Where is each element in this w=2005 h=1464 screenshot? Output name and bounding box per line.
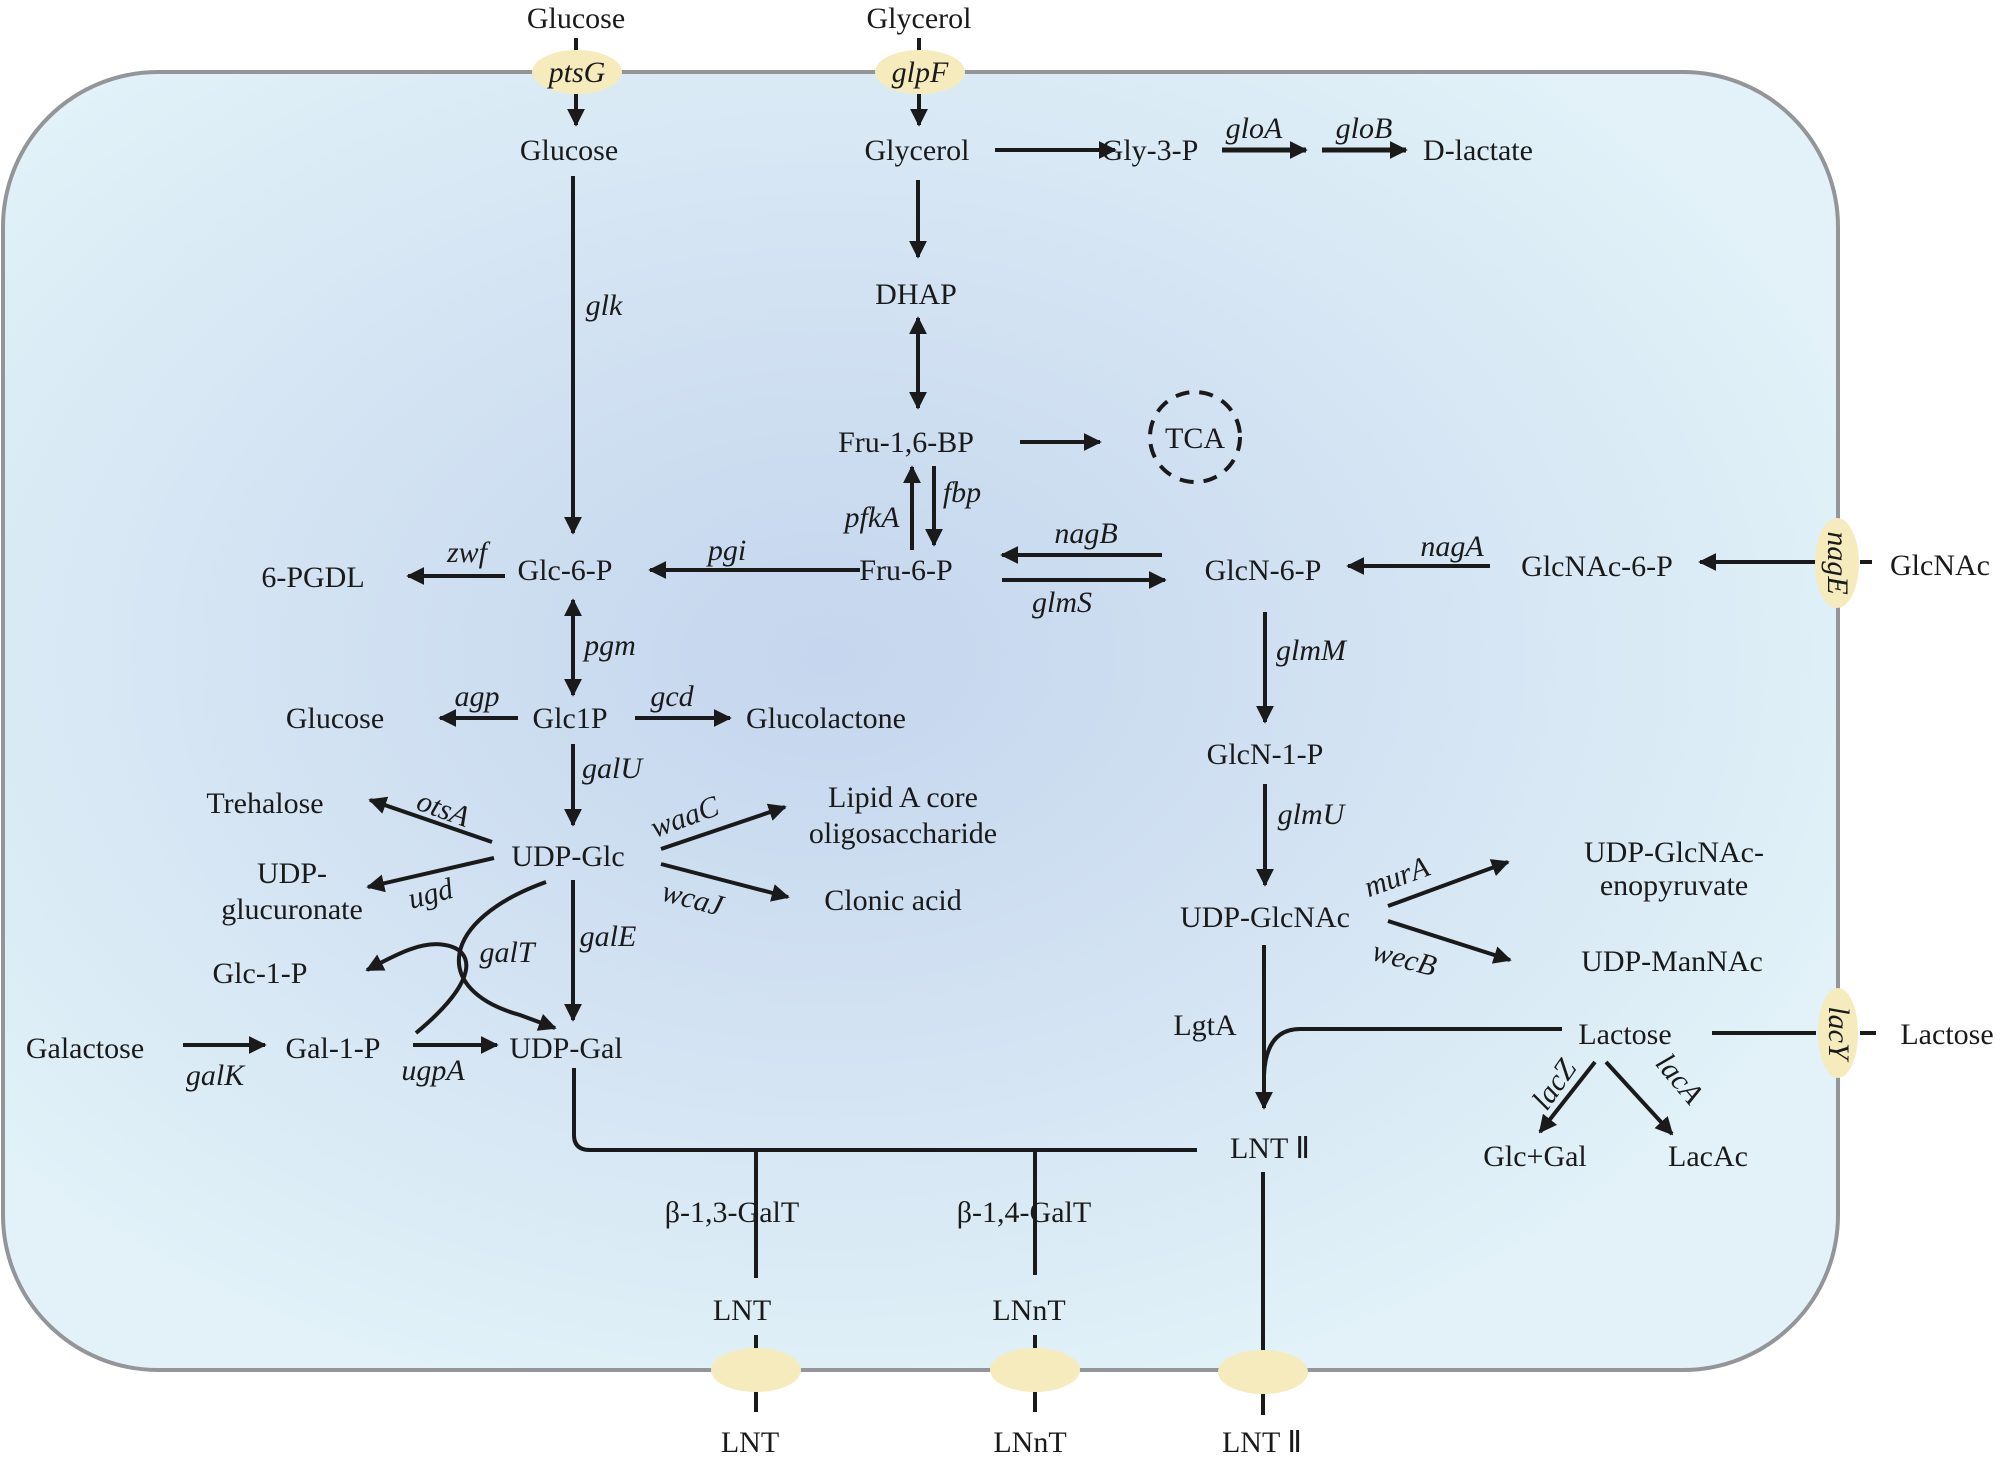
lnt-internal: LNT <box>713 1294 771 1327</box>
dhap: DHAP <box>875 278 957 311</box>
lnnt-transporter <box>990 1348 1080 1392</box>
tca-circle <box>1148 390 1242 484</box>
wcaJ-arrow <box>660 862 790 902</box>
pgm-label: pgm <box>582 629 636 662</box>
lnt2-external: LNT Ⅱ <box>1222 1426 1302 1459</box>
glcn6p: GlcN-6-P <box>1205 554 1322 587</box>
lacac: LacAc <box>1668 1140 1748 1173</box>
lipid-a-line1: Lipid A core <box>828 781 978 814</box>
nagB-label: nagB <box>1054 517 1117 550</box>
glucose-agp-product: Glucose <box>286 702 384 735</box>
glmM-label: glmM <box>1276 634 1348 667</box>
ugpA-label: ugpA <box>401 1054 465 1087</box>
galT-gal1p-to-glc1p-curve <box>365 942 469 1035</box>
galU-label: galU <box>582 752 644 785</box>
pfkA-label: pfkA <box>843 501 901 534</box>
lacY-transporter <box>1818 988 1858 1078</box>
trehalose: Trehalose <box>206 787 323 820</box>
glycerol-external: Glycerol <box>867 2 972 35</box>
d-lactate: D-lactate <box>1423 134 1533 167</box>
glmU-label: glmU <box>1278 798 1347 831</box>
lnt2-internal: LNT Ⅱ <box>1230 1132 1310 1165</box>
gloB-label: gloB <box>1336 112 1393 145</box>
fru16bp: Fru-1,6-BP <box>838 426 974 459</box>
ptsG-label: ptsG <box>547 56 606 89</box>
gloA-label: gloA <box>1226 112 1283 145</box>
galactose: Galactose <box>26 1032 144 1065</box>
waaC-arrow <box>660 803 787 851</box>
galT-udpglc-to-udpgal-curve <box>456 880 557 1031</box>
nagE-label: nagE <box>1821 531 1854 594</box>
ugd-arrow <box>366 856 495 893</box>
agp-label: agp <box>455 680 500 713</box>
lacZ-arrow <box>1538 1060 1597 1134</box>
udp-mannac: UDP-ManNAc <box>1581 945 1763 978</box>
lactose-external: Lactose <box>1900 1018 1993 1051</box>
lacA-arrow <box>1604 1060 1674 1136</box>
udp-glucuronate-line2: glucuronate <box>221 893 363 926</box>
glcn-1-p: GlcN-1-P <box>1207 738 1324 771</box>
udp-glc: UDP-Glc <box>511 840 624 873</box>
fru6p: Fru-6-P <box>859 554 952 587</box>
gcd-label: gcd <box>650 680 694 713</box>
lnnt-external: LNnT <box>993 1426 1066 1459</box>
wecB-arrow <box>1387 919 1512 964</box>
ptsG-transporter <box>532 50 622 94</box>
nagA-label: nagA <box>1420 530 1484 563</box>
gly3p: Gly-3-P <box>1102 134 1199 167</box>
6-pgdl: 6-PGDL <box>261 561 364 594</box>
udp-gal: UDP-Gal <box>509 1032 622 1065</box>
lgtA-label: LgtA <box>1173 1009 1237 1042</box>
glpF-transporter <box>875 50 965 94</box>
glpF-label: glpF <box>892 56 949 89</box>
glmS-label: glmS <box>1032 586 1092 619</box>
udp-glucuronate-line1: UDP- <box>257 857 327 890</box>
glucose-external: Glucose <box>527 2 625 35</box>
gal-1-p: Gal-1-P <box>286 1032 381 1065</box>
glucose-internal: Glucose <box>520 134 618 167</box>
pgi-label: pgi <box>706 534 746 567</box>
glc-1-p: Glc-1-P <box>213 957 308 990</box>
galK-label: galK <box>186 1059 246 1092</box>
tca: TCA <box>1165 422 1225 455</box>
otsA-arrow <box>368 796 493 844</box>
udp-glcnac: UDP-GlcNAc <box>1180 901 1350 934</box>
lnt-external: LNT <box>721 1426 779 1459</box>
galE-label: galE <box>580 920 637 953</box>
lnt-transporter <box>711 1348 801 1392</box>
lactose-internal: Lactose <box>1578 1018 1671 1051</box>
glk-label: glk <box>586 289 623 322</box>
glcnac-external: GlcNAc <box>1890 549 1990 582</box>
glc6p: Glc-6-P <box>518 554 613 587</box>
glucolactone: Glucolactone <box>746 702 906 735</box>
lnt2-transporter <box>1218 1350 1308 1394</box>
galT-label: galT <box>479 936 536 969</box>
glc-gal: Glc+Gal <box>1483 1140 1587 1173</box>
clonic-acid: Clonic acid <box>824 884 961 917</box>
lacY-label: lacY <box>1822 1006 1855 1063</box>
glycerol-internal: Glycerol <box>865 134 970 167</box>
glc1p: Glc1P <box>533 702 608 735</box>
lnnt-internal: LNnT <box>992 1294 1065 1327</box>
udpgal-to-lnt2-line <box>572 1068 1197 1152</box>
cell-membrane <box>1 70 1840 1372</box>
b14galt-label: β-1,4-GalT <box>957 1196 1091 1229</box>
zwf-label: zwf <box>446 536 491 569</box>
lipid-a-line2: oligosaccharide <box>809 817 997 850</box>
lactose-to-lgtA-line <box>1262 1027 1562 1076</box>
fbp-label: fbp <box>943 476 981 509</box>
glcnac6p: GlcNAc-6-P <box>1521 550 1673 583</box>
murA-arrow <box>1387 859 1510 908</box>
udp-glcnac-enopyruvate-line2: enopyruvate <box>1600 869 1748 902</box>
b13galt-label: β-1,3-GalT <box>665 1196 799 1229</box>
nagE-transporter <box>1815 518 1859 608</box>
udp-glcnac-enopyruvate-line1: UDP-GlcNAc- <box>1584 836 1764 869</box>
